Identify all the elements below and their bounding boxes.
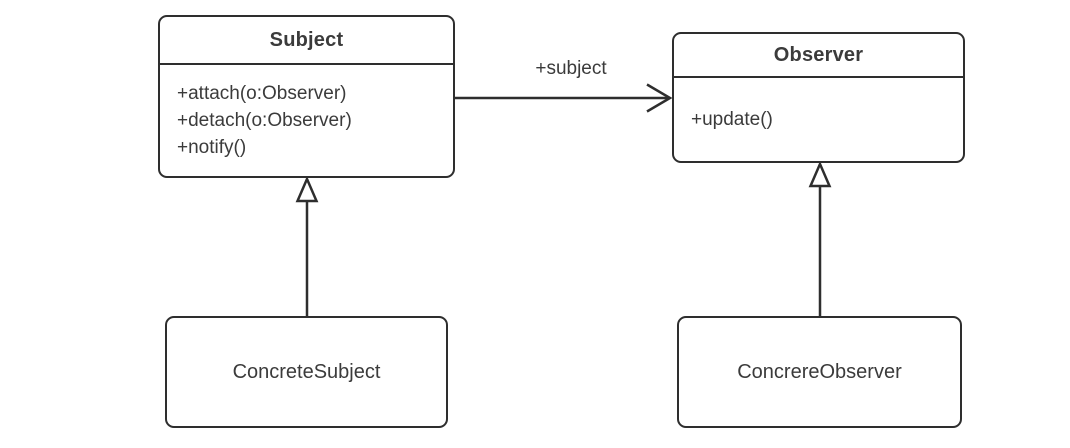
association-open-arrowhead-icon [646,83,673,113]
class-observer: Observer +update() [672,32,965,163]
association-label: +subject [535,58,607,79]
class-subject-title: Subject [160,17,453,65]
class-subject: Subject +attach(o:Observer) +detach(o:Ob… [158,15,455,178]
class-concrete-observer: ConcrereObserver [677,316,962,428]
generalization-triangle-observer-icon [808,160,832,188]
class-concrete-subject-title: ConcreteSubject [232,360,381,383]
class-observer-title: Observer [674,34,963,78]
generalization-triangle-subject-icon [295,175,319,203]
class-method: +attach(o:Observer) [177,83,347,104]
class-method: +notify() [177,137,247,158]
class-concrete-subject: ConcreteSubject [165,316,448,428]
class-subject-methods: +attach(o:Observer) +detach(o:Observer) … [160,65,453,176]
class-observer-methods: +update() [674,78,963,161]
class-concrete-observer-title: ConcrereObserver [737,360,902,383]
class-method: +update() [691,109,773,130]
class-method: +detach(o:Observer) [177,110,352,131]
